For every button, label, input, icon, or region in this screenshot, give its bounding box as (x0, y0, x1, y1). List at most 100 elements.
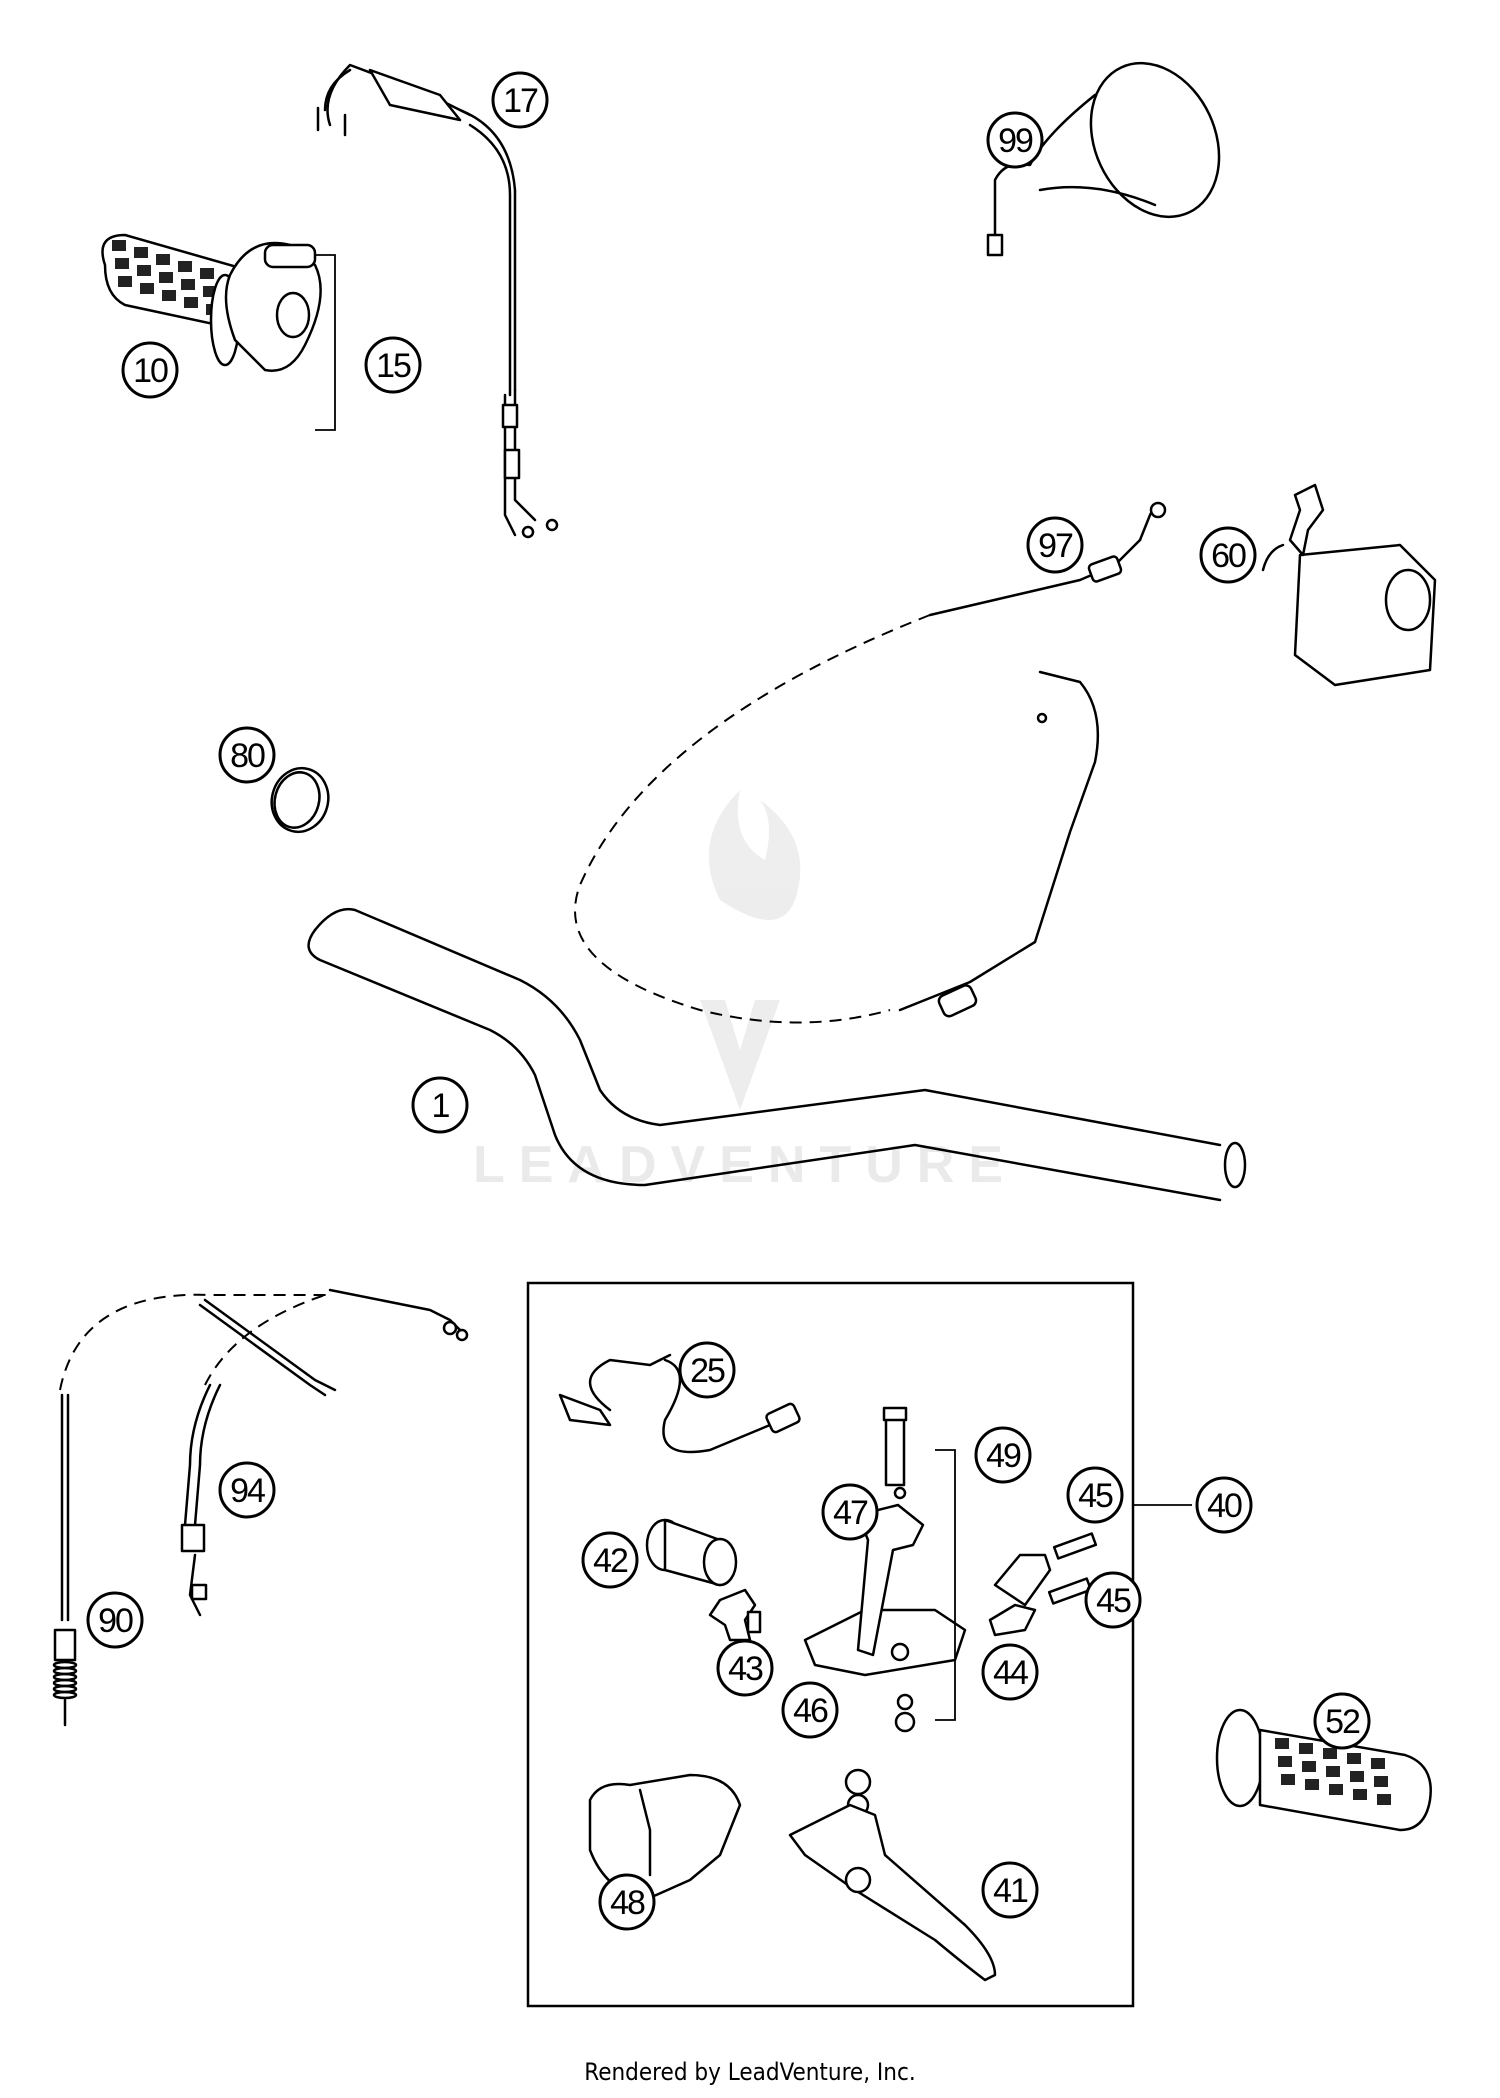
callout-40: 40 (1195, 1476, 1253, 1534)
footer-credit: Rendered by LeadVenture, Inc. (584, 2058, 916, 2086)
handlebar-part-1 (307, 907, 1247, 1202)
callout-circle (121, 341, 179, 399)
callout-circle (1313, 1692, 1371, 1750)
callout-circle (678, 1341, 736, 1399)
callout-circle (986, 111, 1044, 169)
callout-48: 48 (598, 1873, 656, 1931)
throttle-housing-part-15 (224, 241, 336, 431)
clutch-switch-part-25 (558, 1353, 801, 1454)
spring-coil (52, 1690, 78, 1700)
callout-circle (781, 1681, 839, 1739)
callout-label: 46 (793, 1692, 828, 1730)
callout-label: 45 (1078, 1477, 1113, 1515)
callout-circle (1026, 516, 1084, 574)
callout-43: 43 (716, 1639, 774, 1697)
grip-rib (1302, 1761, 1316, 1772)
callout-1: 1 (411, 1076, 469, 1134)
callout-circle (981, 1643, 1039, 1701)
leadventure-watermark: LEADVENTURE (473, 790, 1003, 1194)
grip-part-52 (1215, 1708, 1432, 1832)
grip-rib (1299, 1743, 1313, 1754)
callout-label: 45 (1096, 1582, 1131, 1620)
callout-42: 42 (581, 1531, 639, 1589)
grip-rib (203, 286, 217, 297)
grip-rib (156, 254, 170, 265)
callout-label: 48 (610, 1884, 645, 1922)
grip-rib (162, 290, 176, 301)
grip-rib (1323, 1748, 1337, 1759)
grip-rib (1350, 1771, 1364, 1782)
callout-label: 42 (593, 1542, 628, 1580)
callout-circle (491, 71, 549, 129)
callout-label: 43 (728, 1650, 763, 1688)
clutch-assembly-box-part-40 (526, 1281, 1192, 2008)
screw-part-45 (1047, 1532, 1098, 1605)
cable-part-90 (52, 1293, 330, 1727)
grip-rib (115, 258, 129, 269)
callout-80: 80 (218, 726, 276, 784)
callout-41: 41 (981, 1861, 1039, 1919)
callout-94: 94 (218, 1461, 276, 1519)
callout-label: 94 (230, 1472, 265, 1510)
callout-label: 40 (1207, 1487, 1242, 1525)
callout-97: 97 (1026, 516, 1084, 574)
callout-layer: 17 99 10 15 97 60 80 1 25 49 47 45 40 42 45 94 43 44 90 46 5… (86, 71, 1371, 1931)
callout-circle (716, 1639, 774, 1697)
cable-tie-part-80 (270, 767, 330, 833)
grip-rib (112, 240, 126, 251)
mirror-part-99 (986, 61, 1221, 257)
lever-cover-part-47 (856, 1503, 925, 1657)
callout-10: 10 (121, 341, 179, 399)
grip-rib (1278, 1756, 1292, 1767)
callout-circle (981, 1861, 1039, 1919)
grip-rib (140, 283, 154, 294)
callout-46: 46 (781, 1681, 839, 1739)
grip-rib (181, 279, 195, 290)
cable-part-97 (574, 501, 1167, 1024)
callout-label: 60 (1211, 537, 1246, 575)
grip-rib (1326, 1766, 1340, 1777)
clamp-part-44 (988, 1553, 1052, 1637)
grip-rib (1281, 1774, 1295, 1785)
grip-rib (1377, 1794, 1391, 1805)
callout-circle (411, 1076, 469, 1134)
callout-25: 25 (678, 1341, 736, 1399)
callout-90: 90 (86, 1591, 144, 1649)
cable-part-94 (180, 1288, 469, 1617)
callout-circle (1066, 1466, 1124, 1524)
grip-rib (137, 265, 151, 276)
grip-rib (178, 261, 192, 272)
callout-label: 44 (993, 1654, 1028, 1692)
grip-rib (1347, 1753, 1361, 1764)
callout-circle (218, 1461, 276, 1519)
grip-rib (1329, 1784, 1343, 1795)
callout-circle (218, 726, 276, 784)
clutch-lever-part-41 (788, 1768, 997, 1982)
throttle-cable-part-17 (316, 63, 559, 539)
callout-label: 15 (376, 347, 411, 385)
callout-label: 90 (98, 1602, 133, 1640)
grip-rib (1371, 1758, 1385, 1769)
callout-label: 52 (1325, 1703, 1360, 1741)
grip-rib (118, 276, 132, 287)
callout-15: 15 (364, 336, 422, 394)
grip-rib (1374, 1776, 1388, 1787)
callout-99: 99 (986, 111, 1044, 169)
callout-17: 17 (491, 71, 549, 129)
callout-52: 52 (1313, 1692, 1371, 1750)
callout-circle (86, 1591, 144, 1649)
callout-47: 47 (821, 1483, 879, 1541)
grip-rib (159, 272, 173, 283)
callout-circle (821, 1483, 879, 1541)
switch-part-60 (1261, 483, 1437, 687)
callout-circle (1084, 1571, 1142, 1629)
grip-rib (1275, 1738, 1289, 1749)
callout-label: 17 (503, 82, 538, 120)
callout-label: 49 (986, 1437, 1021, 1475)
callout-circle (598, 1873, 656, 1931)
callout-circle (974, 1426, 1032, 1484)
adjuster-part-42 (645, 1518, 738, 1587)
bolt-part-49 (882, 1406, 956, 1721)
grip-rib (200, 268, 214, 279)
